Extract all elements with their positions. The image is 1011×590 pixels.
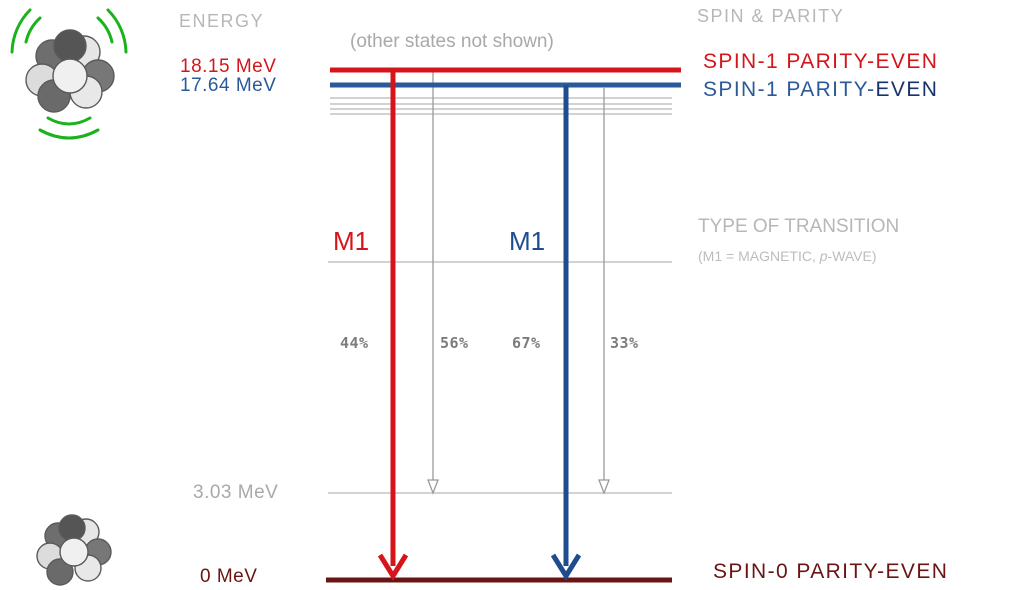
- parity-suffix: EVEN: [875, 78, 939, 101]
- transition-arrowhead-red: [377, 553, 409, 581]
- parity-prefix: PARITY-: [786, 78, 876, 101]
- decay-arrowhead-56: [427, 479, 439, 495]
- spin-label: SPIN-1: [703, 50, 780, 73]
- ground-nucleus-icon: [36, 514, 112, 586]
- parity-suffix: EVEN: [875, 50, 939, 73]
- energy-label-3-03: 3.03 MeV: [193, 482, 279, 503]
- energy-label-18-15: 18.15 MeV: [180, 56, 277, 77]
- energy-header: ENERGY: [179, 11, 265, 31]
- legend-subtitle-italic: p: [819, 248, 828, 264]
- parity-prefix: PARITY-: [796, 560, 886, 583]
- energy-label-17-64: 17.64 MeV: [180, 75, 277, 96]
- legend-subtitle: (M1 = MAGNETIC, p-WAVE): [698, 248, 877, 264]
- branching-ratio: 33%: [610, 334, 639, 352]
- branching-ratio: 44%: [340, 334, 369, 352]
- spin-parity-18-15: SPIN-1 PARITY-EVEN: [703, 50, 938, 74]
- legend-title: TYPE OF TRANSITION: [698, 216, 900, 237]
- legend-subtitle-suffix: -WAVE): [827, 248, 877, 264]
- spin-label: SPIN-1: [703, 78, 780, 101]
- energy-label-0: 0 MeV: [200, 566, 258, 587]
- transition-label-blue: M1: [509, 226, 546, 256]
- spin-parity-header: SPIN & PARITY: [697, 6, 845, 26]
- transition-label-red: M1: [333, 226, 370, 256]
- branching-ratio: 67%: [512, 334, 541, 352]
- spin-parity-17-64: SPIN-1 PARITY-EVEN: [703, 78, 938, 102]
- other-states-note: (other states not shown): [350, 31, 554, 52]
- faint-levels: [328, 97, 672, 494]
- branching-ratio: 56%: [440, 334, 469, 352]
- legend-subtitle-prefix: (M1 = MAGNETIC,: [698, 248, 820, 264]
- spin-label: SPIN-0: [713, 560, 790, 583]
- decay-arrowhead-33: [598, 479, 610, 495]
- parity-suffix: EVEN: [885, 560, 949, 583]
- faint-decay-arrows: [427, 72, 610, 495]
- spin-parity-0: SPIN-0 PARITY-EVEN: [713, 560, 948, 584]
- excited-nucleus-icon: [10, 8, 128, 140]
- parity-prefix: PARITY-: [786, 50, 876, 73]
- transition-arrowhead-blue: [550, 553, 582, 581]
